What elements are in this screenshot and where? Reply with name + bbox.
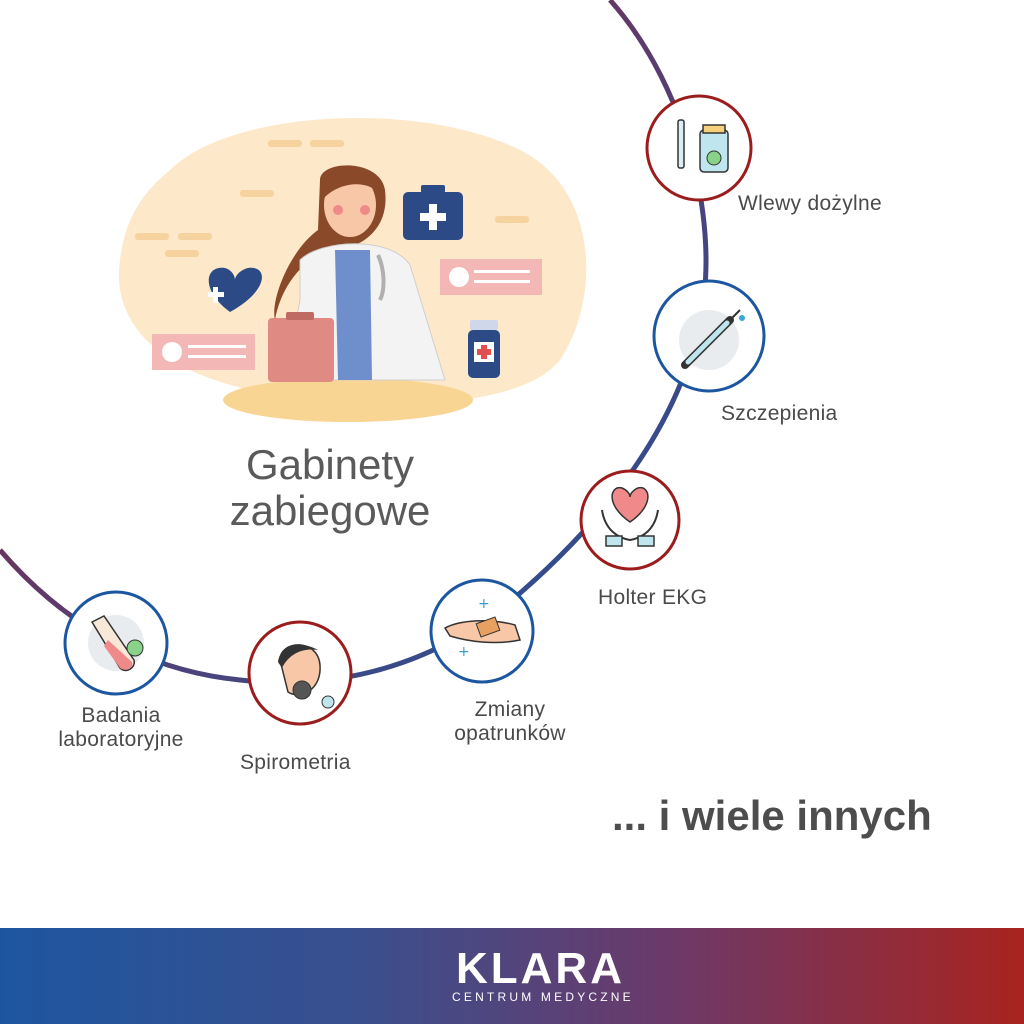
service-spirometria-circle <box>247 620 353 726</box>
service-label-opatrunki-line1: Zmiany <box>474 698 546 721</box>
service-label-badania: Badania laboratoryjne <box>40 704 202 752</box>
service-label-spirometria: Spirometria <box>240 751 351 774</box>
syringe-icon <box>679 309 745 370</box>
service-label-szczepienia: Szczepienia <box>721 402 838 425</box>
svg-text:+: + <box>458 644 470 660</box>
page-title: Gabinety zabiegowe <box>200 442 460 534</box>
service-label-holter: Holter EKG <box>598 586 708 609</box>
brand-subtitle: CENTRUM MEDYCZNE <box>452 990 634 1004</box>
service-holter-circle <box>579 469 681 571</box>
service-wlewy-circle <box>645 94 753 202</box>
service-opatrunki-circle: + + <box>429 578 535 684</box>
service-szczepienia-circle <box>652 279 766 393</box>
service-label-opatrunki-line2: opatrunków <box>454 722 566 745</box>
svg-text:+: + <box>478 596 490 612</box>
service-label-wlewy: Wlewy dożylne <box>738 192 882 215</box>
service-label-opatrunki: Zmiany opatrunków <box>435 698 585 746</box>
title-line-1: Gabinety <box>245 441 415 488</box>
footer-bar <box>0 928 1024 1024</box>
service-label-badania-line2: laboratoryjne <box>58 728 184 751</box>
heart-hands-icon <box>601 487 659 547</box>
breathing-face-icon <box>278 644 335 709</box>
service-label-badania-line1: Badania <box>81 704 161 727</box>
more-services-text: ... i wiele innych <box>612 792 932 839</box>
bandaged-hand-icon: + + <box>443 596 521 660</box>
service-badania-circle <box>63 590 169 696</box>
iv-vial-syringe-icon <box>677 119 729 173</box>
connecting-arc <box>0 0 709 685</box>
doctor-illustration <box>118 117 587 422</box>
test-tube-icon <box>88 615 144 672</box>
brand-name: KLARA <box>456 944 625 993</box>
title-line-2: zabiegowe <box>229 487 431 534</box>
